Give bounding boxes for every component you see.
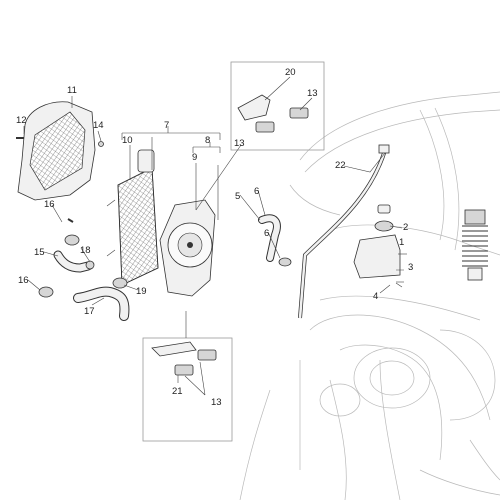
callout-14: 14 [93, 120, 104, 131]
callout-labels: 1 2 3 4 5 6 6 7 8 9 10 11 12 13 13 13 14… [16, 67, 413, 408]
callout-7: 7 [164, 120, 169, 131]
callout-3: 3 [408, 262, 413, 273]
callout-2: 2 [403, 222, 408, 233]
callout-5: 5 [235, 191, 240, 202]
callout-8: 8 [205, 135, 210, 146]
radiator-core [106, 149, 159, 286]
group-7-bracket [121, 132, 221, 140]
callout-20: 20 [285, 67, 296, 78]
callout-15: 15 [34, 247, 45, 258]
callout-13-upper-left: 13 [234, 138, 245, 149]
callout-10: 10 [122, 135, 133, 146]
callout-13-upper-right: 13 [307, 88, 318, 99]
expansion-tank [353, 204, 404, 288]
leader-lines [23, 76, 407, 396]
callout-17: 17 [84, 306, 95, 317]
callout-4: 4 [373, 291, 378, 302]
callout-9: 9 [192, 152, 197, 163]
callout-1: 1 [399, 237, 404, 248]
fan-shroud [159, 199, 216, 297]
bracket-upper-parts [237, 94, 309, 133]
overflow-hose [298, 144, 390, 319]
callout-16-lower: 16 [18, 275, 29, 286]
hose-clamps [38, 234, 128, 298]
coolant-hoses [53, 250, 130, 321]
group-8-bracket [192, 146, 221, 153]
callout-19: 19 [136, 286, 147, 297]
callout-21: 21 [172, 386, 183, 397]
callout-6-upper: 6 [254, 186, 259, 197]
radiator-grille-cover [17, 101, 96, 201]
bracket-lower-parts [151, 341, 217, 376]
scooter-frame-ghost [239, 91, 500, 500]
callout-22: 22 [335, 160, 346, 171]
callout-18: 18 [80, 245, 91, 256]
bracket-group-box-lower [142, 337, 233, 442]
rear-shock-absorber [462, 209, 488, 281]
bracket-group-box-upper [230, 61, 325, 151]
callout-12: 12 [16, 115, 27, 126]
bleed-hose [258, 214, 292, 267]
callout-16-upper: 16 [44, 199, 55, 210]
callout-13-lower: 13 [211, 397, 222, 408]
callout-6-lower: 6 [264, 228, 269, 239]
callout-11: 11 [67, 85, 77, 96]
bolts [16, 137, 104, 223]
